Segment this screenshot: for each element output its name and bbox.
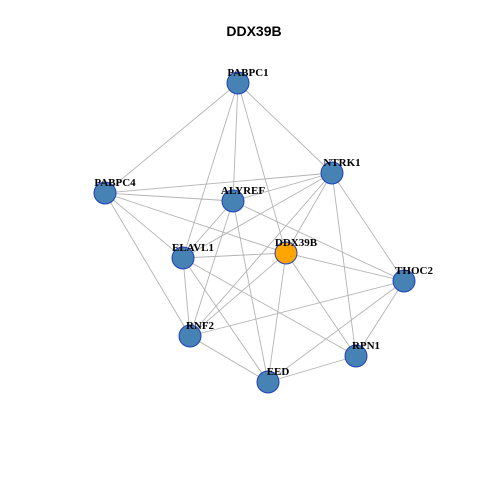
node-label-eed: EED [267, 366, 290, 378]
node-label-rpn1: RPN1 [352, 340, 380, 352]
diagram-title: DDX39B [226, 23, 281, 39]
edge-pabpc4-ddx39b [104, 192, 287, 254]
edge-pabpc1-ddx39b [237, 82, 287, 254]
node-circle-thoc2[interactable] [392, 269, 416, 293]
node-circle-ddx39b[interactable] [274, 241, 298, 265]
node-rpn1[interactable]: RPN1 [344, 340, 380, 368]
node-circle-elavl1[interactable] [171, 246, 195, 270]
edge-ddx39b-eed [267, 252, 287, 383]
edge-pabpc1-elavl1 [182, 82, 239, 259]
edge-ntrk1-pabpc4 [104, 172, 333, 194]
node-ntrk1[interactable]: NTRK1 [320, 157, 361, 185]
edge-alyref-elavl1 [182, 200, 234, 259]
node-circle-rnf2[interactable] [178, 324, 202, 348]
edge-elavl1-rnf2 [182, 257, 191, 337]
edge-ddx39b-rnf2 [189, 252, 287, 337]
node-ddx39b[interactable]: DDX39B [274, 237, 318, 265]
edge-ntrk1-ddx39b [285, 172, 333, 254]
edge-pabpc4-alyref [104, 192, 234, 202]
edge-ntrk1-elavl1 [182, 172, 333, 259]
node-label-pabpc1: PABPC1 [227, 67, 268, 79]
node-thoc2[interactable]: THOC2 [392, 265, 433, 293]
edge-alyref-rnf2 [189, 200, 234, 337]
node-pabpc1[interactable]: PABPC1 [226, 67, 269, 95]
edge-elavl1-eed [182, 257, 269, 383]
node-circle-pabpc1[interactable] [226, 71, 250, 95]
edge-thoc2-rnf2 [189, 280, 405, 337]
edge-ntrk1-rpn1 [331, 172, 357, 357]
node-label-thoc2: THOC2 [395, 265, 433, 277]
edge-thoc2-rpn1 [355, 280, 405, 357]
edge-rpn1-eed [267, 355, 357, 383]
node-pabpc4[interactable]: PABPC4 [93, 177, 136, 205]
node-label-ntrk1: NTRK1 [323, 157, 360, 169]
node-label-pabpc4: PABPC4 [94, 177, 136, 189]
node-label-ddx39b: DDX39B [275, 237, 318, 249]
edges-layer [104, 82, 405, 383]
edge-rnf2-eed [189, 335, 269, 383]
edge-ddx39b-rpn1 [285, 252, 357, 357]
edge-ddx39b-thoc2 [285, 252, 405, 282]
edge-alyref-thoc2 [232, 200, 405, 282]
edge-pabpc4-rnf2 [104, 192, 191, 337]
node-circle-rpn1[interactable] [344, 344, 368, 368]
edge-ntrk1-thoc2 [331, 172, 405, 282]
node-circle-alyref[interactable] [221, 189, 245, 213]
edge-elavl1-rpn1 [182, 257, 357, 357]
edge-elavl1-ddx39b [182, 252, 287, 259]
node-circle-eed[interactable] [256, 370, 280, 394]
node-eed[interactable]: EED [256, 366, 290, 394]
edge-pabpc4-elavl1 [104, 192, 184, 259]
edge-ntrk1-alyref [232, 172, 333, 202]
node-label-alyref: ALYREF [221, 185, 265, 197]
edge-alyref-eed [232, 200, 269, 383]
edge-pabpc1-pabpc4 [104, 82, 239, 194]
edge-pabpc1-ntrk1 [237, 82, 333, 174]
node-circle-ntrk1[interactable] [320, 161, 344, 185]
node-alyref[interactable]: ALYREF [221, 185, 265, 213]
node-label-rnf2: RNF2 [186, 320, 215, 332]
node-circle-pabpc4[interactable] [93, 181, 117, 205]
edge-pabpc1-alyref [232, 82, 239, 202]
node-rnf2[interactable]: RNF2 [178, 320, 215, 348]
node-elavl1[interactable]: ELAVL1 [171, 242, 214, 270]
edge-thoc2-eed [267, 280, 405, 383]
node-label-elavl1: ELAVL1 [172, 242, 214, 254]
